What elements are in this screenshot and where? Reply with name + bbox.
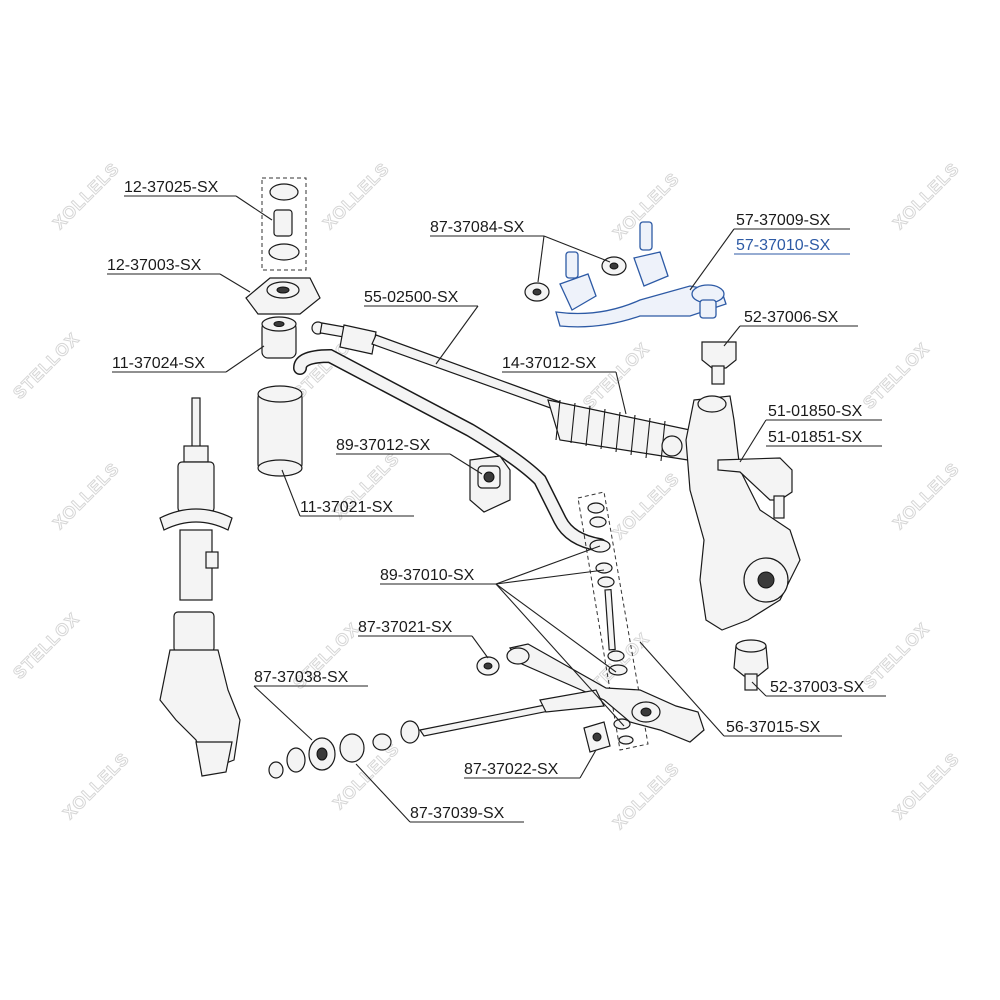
leader-lines <box>107 195 886 823</box>
label-51-01850: 51-01850-SX <box>768 403 863 420</box>
label-12-37025: 12-37025-SX <box>124 179 219 196</box>
watermark-text: XOLLELS <box>889 459 963 533</box>
stabilizer-bushing-part <box>469 455 511 513</box>
label-89-37012: 89-37012-SX <box>336 437 431 454</box>
label-89-37010: 89-37010-SX <box>380 567 475 584</box>
bump-stop-part <box>261 316 297 359</box>
lower-control-arm-part <box>506 643 705 743</box>
label-11-37021: 11-37021-SX <box>300 499 393 516</box>
watermark-text: XOLLELS <box>49 459 123 533</box>
watermark-text: XOLLELS <box>319 159 393 233</box>
tie-rod-end-part <box>717 457 793 519</box>
label-87-37039: 87-37039-SX <box>410 805 505 822</box>
label-87-37021: 87-37021-SX <box>358 619 453 636</box>
steering-knuckle-part <box>685 395 801 631</box>
label-57-37010: 57-37010-SX <box>736 237 831 254</box>
watermark-text: STELLOX <box>9 329 83 403</box>
label-55-02500: 55-02500-SX <box>364 289 459 306</box>
group-box <box>261 177 307 271</box>
label-11-37024: 11-37024-SX <box>112 355 205 372</box>
watermark-text: STELLOX <box>579 339 653 413</box>
watermark-text: STELLOX <box>859 619 933 693</box>
label-56-37015: 56-37015-SX <box>726 719 821 736</box>
label-87-37022: 87-37022-SX <box>464 761 559 778</box>
shock-absorber-part <box>159 397 241 777</box>
label-87-37084: 87-37084-SX <box>430 219 525 236</box>
watermark-text: STELLOX <box>859 339 933 413</box>
stabilizer-link-part <box>577 491 649 751</box>
label-57-37009: 57-37009-SX <box>736 212 831 229</box>
label-52-37006: 52-37006-SX <box>744 309 839 326</box>
label-51-01851: 51-01851-SX <box>768 429 863 446</box>
lower-arm-bushing-part <box>476 656 500 676</box>
dust-boot-part <box>257 385 303 477</box>
watermark-text: XOLLELS <box>889 159 963 233</box>
label-14-37012: 14-37012-SX <box>502 355 597 372</box>
radius-rod-bushing-set-part <box>268 733 392 779</box>
strut-top-mount-part <box>245 277 321 315</box>
watermark-text: XOLLELS <box>59 749 133 823</box>
upper-control-arm-part <box>555 221 727 328</box>
strut-top-bushing-part <box>261 177 307 271</box>
watermark-text: XOLLELS <box>49 159 123 233</box>
watermark-text: XOLLELS <box>609 759 683 833</box>
stabilizer-bar-part <box>293 348 607 552</box>
label-12-37003: 12-37003-SX <box>107 257 202 274</box>
watermark-text: XOLLELS <box>889 749 963 823</box>
steering-rack-boot-part <box>547 399 691 462</box>
lower-ball-joint-part <box>733 639 769 691</box>
watermark-text: XOLLELS <box>609 469 683 543</box>
part-labels: 12-37025-SX 12-37003-SX 11-37024-SX 11-3… <box>107 179 865 822</box>
radius-rod-bushing-part <box>583 721 611 753</box>
watermark-text: STELLOX <box>9 609 83 683</box>
label-52-37003: 52-37003-SX <box>770 679 865 696</box>
upper-ball-joint-part <box>701 341 737 385</box>
radius-rod-part <box>400 689 605 744</box>
label-87-37038: 87-37038-SX <box>254 669 349 686</box>
